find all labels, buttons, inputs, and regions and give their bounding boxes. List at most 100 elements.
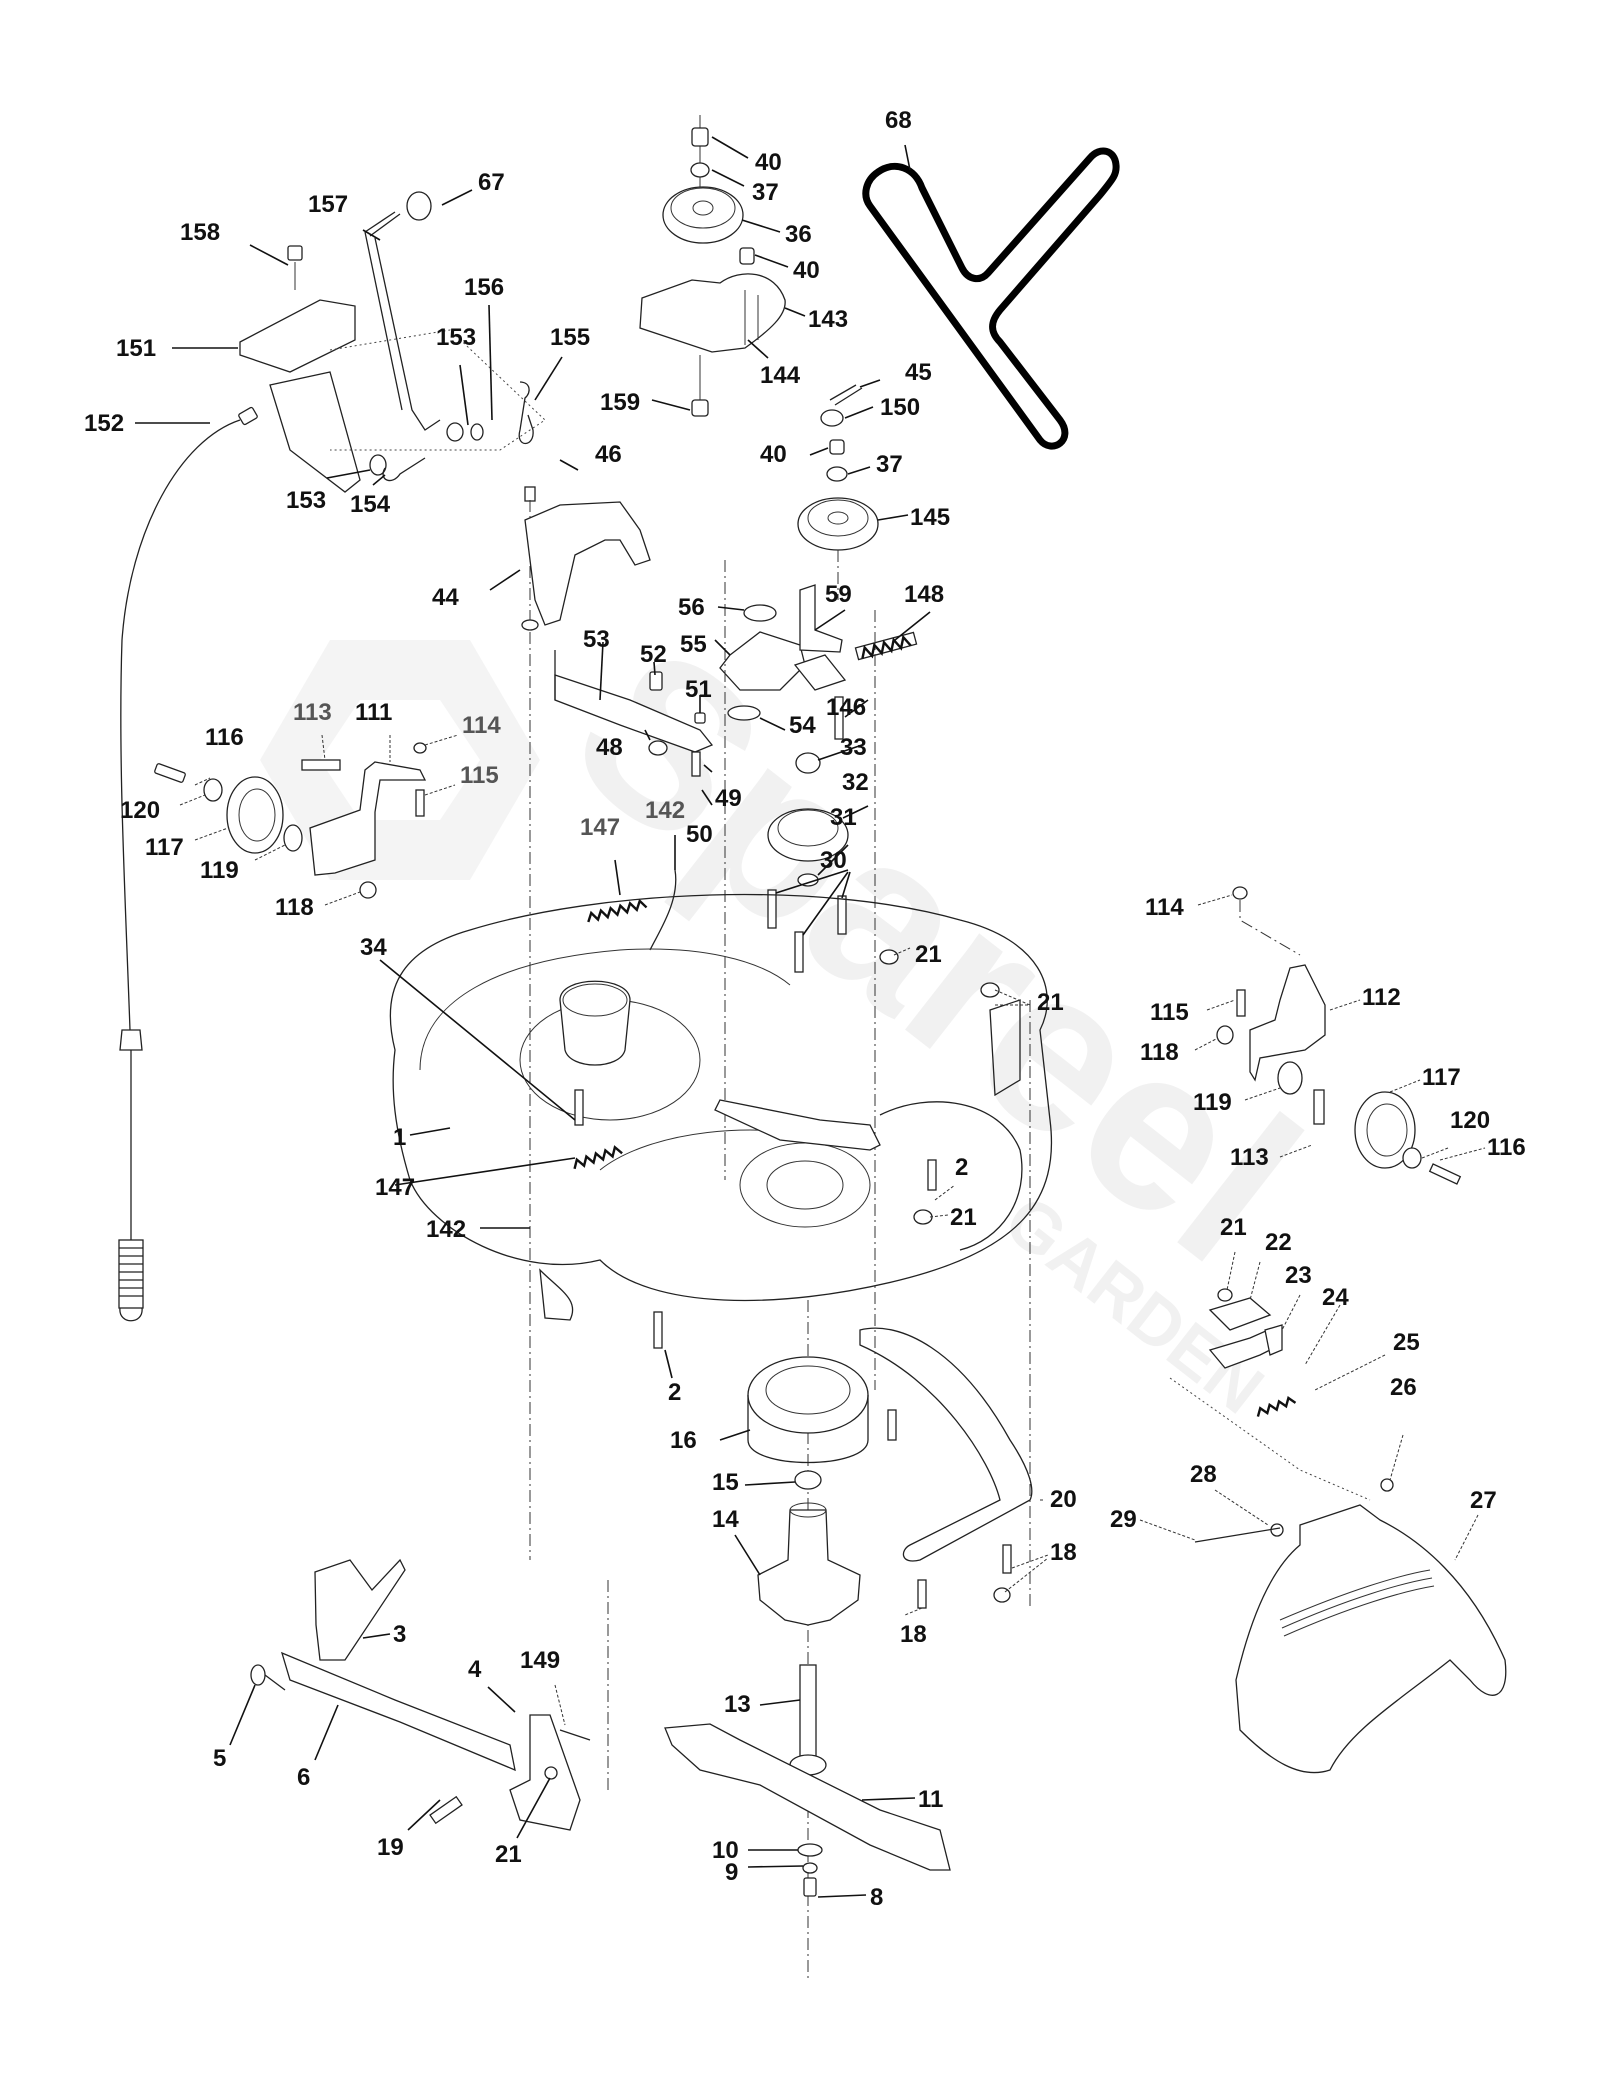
blade-11-icon <box>664 1723 951 1871</box>
label-3: 3 <box>393 1621 406 1648</box>
bolt-146-icon <box>834 696 844 740</box>
lever-157-icon <box>364 211 441 431</box>
label-111: 111 <box>355 699 392 726</box>
label-34: 34 <box>360 934 387 961</box>
spring-147-icon <box>573 1145 623 1170</box>
deck-bracket-icon <box>989 999 1021 1097</box>
bolt-30b-icon <box>794 931 804 973</box>
label-22: 22 <box>1265 1229 1292 1256</box>
label-1: 1 <box>393 1124 406 1151</box>
link-6-icon <box>280 1651 516 1772</box>
washer-56-icon <box>743 604 777 622</box>
shaft-13-icon <box>799 1664 817 1766</box>
washer-120-icon <box>203 778 223 802</box>
label-31: 31 <box>830 804 857 831</box>
label-27: 27 <box>1470 1487 1497 1514</box>
label-115: 115 <box>460 762 499 789</box>
part-deck-housing-1 <box>389 893 1053 1610</box>
bolt-115-icon <box>415 789 425 817</box>
bracket-112-icon <box>1249 964 1326 1082</box>
washer-119b-icon <box>1277 1061 1303 1095</box>
shield-16-icon <box>747 1356 869 1434</box>
bearing-15-icon <box>794 1470 822 1490</box>
label-9: 9 <box>725 1859 738 1886</box>
label-16: 16 <box>670 1427 697 1454</box>
part-top-pulley-assembly <box>639 115 786 417</box>
label-28: 28 <box>1190 1461 1217 1488</box>
housing-14-icon <box>757 1509 861 1626</box>
bolt-34-icon <box>574 1089 584 1126</box>
washer-10-icon <box>797 1843 823 1857</box>
washer-119-icon <box>283 824 303 852</box>
plate-151-icon <box>239 299 356 373</box>
bar-53-icon <box>554 674 714 753</box>
label-18: 18 <box>900 1621 927 1648</box>
label-116: 116 <box>1487 1134 1526 1161</box>
pulley-117b-icon <box>1354 1091 1416 1169</box>
pin-154-icon <box>382 457 426 482</box>
label-52: 52 <box>640 641 667 668</box>
label-45: 45 <box>905 359 932 386</box>
label-152: 152 <box>84 410 124 437</box>
nut-21d-icon <box>1217 1288 1233 1302</box>
part-belt-guides <box>521 486 918 1560</box>
label-120: 120 <box>120 797 160 824</box>
nut-33-icon <box>795 752 821 774</box>
label-59: 59 <box>825 581 852 608</box>
bolt-19-icon <box>429 1795 463 1825</box>
washer-120b-icon <box>1402 1147 1422 1169</box>
label-145: 145 <box>910 504 950 531</box>
washer-37-icon <box>690 162 710 178</box>
label-113: 113 <box>1230 1144 1269 1171</box>
lever-arm-icon <box>714 1099 881 1151</box>
label-114: 114 <box>1145 894 1184 921</box>
label-30: 30 <box>820 847 847 874</box>
part-blade-assembly <box>664 1664 951 1897</box>
plate-22-icon <box>1208 1297 1272 1331</box>
rod-142-icon <box>649 869 677 951</box>
label-153: 153 <box>436 324 476 351</box>
label-112: 112 <box>1362 984 1401 1011</box>
nut-21e-icon <box>544 1766 558 1780</box>
bolt-113-icon <box>301 759 341 771</box>
plate-55b-icon <box>793 654 847 691</box>
bolt-18a-icon <box>917 1579 927 1609</box>
bracket-3-icon <box>314 1558 406 1661</box>
rod-29-icon <box>1194 1527 1281 1543</box>
label-15: 15 <box>712 1469 739 1496</box>
label-20: 20 <box>1050 1486 1077 1513</box>
label-6: 6 <box>297 1764 310 1791</box>
label-118: 118 <box>275 894 314 921</box>
label-4: 4 <box>468 1656 482 1683</box>
label-151: 151 <box>116 335 156 362</box>
label-114: 114 <box>462 712 501 739</box>
label-32: 32 <box>842 769 869 796</box>
part-spring-147-upper <box>587 869 677 951</box>
washer-156-icon <box>470 423 484 441</box>
part-drive-belt <box>862 147 1120 450</box>
label-36: 36 <box>785 221 812 248</box>
label-2: 2 <box>955 1154 968 1181</box>
clip-45-icon <box>829 384 863 406</box>
cable-spring-icon <box>118 1239 144 1309</box>
nut-40c-icon <box>829 439 845 455</box>
label-40: 40 <box>755 149 782 176</box>
label-18: 18 <box>1050 1539 1077 1566</box>
label-29: 29 <box>1110 1506 1137 1533</box>
label-55: 55 <box>680 631 707 658</box>
washer-54-icon <box>727 705 761 721</box>
washer-9-icon <box>802 1862 818 1874</box>
label-14: 14 <box>712 1506 739 1533</box>
knob-67-icon <box>406 191 432 221</box>
cable-fitting-icon <box>119 1029 143 1051</box>
bracket-59-icon <box>799 584 843 653</box>
part-spindle-assembly <box>653 1300 1033 1980</box>
part-lift-linkage <box>250 1558 609 1831</box>
nut-21b-icon <box>980 982 1000 998</box>
nut-21-icon <box>913 1209 933 1225</box>
bolt-116-icon <box>154 763 186 783</box>
nut-18-icon <box>993 1587 1011 1603</box>
label-120: 120 <box>1450 1107 1490 1134</box>
clip-149-icon <box>559 1729 591 1741</box>
label-44: 44 <box>432 584 459 611</box>
